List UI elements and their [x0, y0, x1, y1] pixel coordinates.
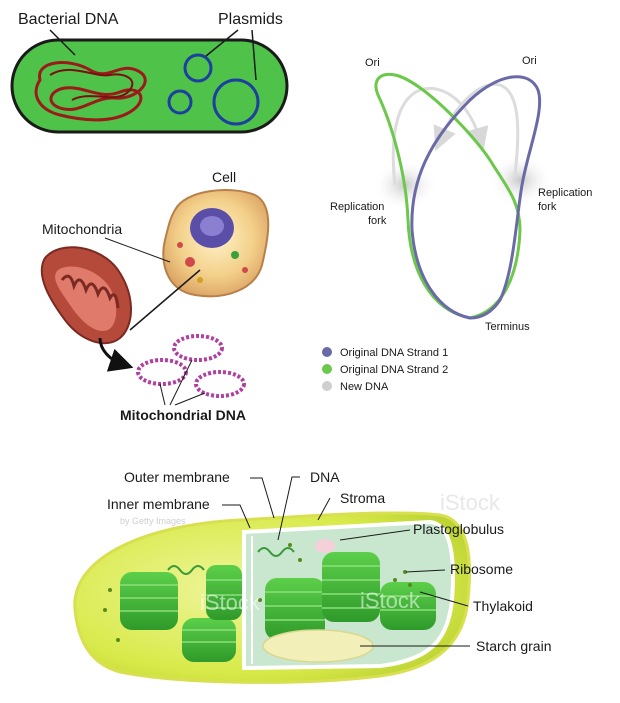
- new-dna-strand: [433, 82, 520, 176]
- new-dna-strand: [391, 87, 489, 186]
- fork-right-label-1: Replication: [538, 187, 592, 199]
- replication-diagram: Ori Ori Replication fork Replication for…: [322, 55, 592, 393]
- plasmids-label: Plasmids: [218, 11, 283, 28]
- mtdna-ring: [172, 334, 224, 362]
- plasmid: [212, 78, 260, 126]
- fork-right-label-2: fork: [538, 201, 557, 213]
- replication-legend: Original DNA Strand 1 Original DNA Stran…: [322, 347, 448, 393]
- plasmid: [167, 89, 193, 115]
- mtdna-ring: [194, 370, 246, 398]
- bacterium-illustration: Bacterial DNA Plasmids: [10, 11, 289, 134]
- thylakoid-label: Thylakoid: [473, 598, 533, 614]
- thylakoid-stack: [322, 552, 380, 622]
- watermark: iStock: [360, 588, 421, 613]
- ori-left-label: Ori: [365, 57, 380, 69]
- thylakoid-stack: [182, 618, 236, 662]
- replication-fork-glow: [488, 154, 552, 206]
- bacterial-dna-label: Bacterial DNA: [18, 11, 119, 28]
- plastoglobulus-label: Plastoglobulus: [413, 521, 504, 537]
- fork-left-label-1: Replication: [330, 201, 384, 213]
- plastoglobulus: [315, 539, 335, 553]
- inner-membrane-label: Inner membrane: [107, 496, 210, 512]
- watermark-subtext: by Getty Images: [120, 516, 186, 526]
- dna-label: DNA: [310, 469, 340, 485]
- plasmid: [183, 53, 213, 83]
- mitochondrial-dna-label: Mitochondrial DNA: [120, 407, 246, 423]
- watermark: iStock: [200, 590, 261, 615]
- legend-swatch-strand-1: [322, 347, 332, 357]
- legend-swatch-strand-2: [322, 364, 332, 374]
- ribosome-label: Ribosome: [450, 561, 513, 577]
- stroma-label: Stroma: [340, 490, 385, 506]
- chloroplast-illustration: iStock iStock iStock by Getty Images Out…: [73, 469, 551, 684]
- original-dna-strand-1: [410, 75, 542, 320]
- mitochondria-label: Mitochondria: [42, 221, 122, 237]
- starch-grain-label: Starch grain: [476, 638, 551, 654]
- mitochondria-illustration: Cell Mitochondria Mitochondrial DNA: [40, 169, 270, 423]
- thylakoid-stack: [265, 578, 325, 640]
- ori-right-label: Ori: [522, 55, 537, 67]
- watermark: iStock: [440, 490, 501, 515]
- cell-label: Cell: [212, 169, 236, 185]
- thylakoid-stack: [120, 572, 178, 630]
- fork-left-label-2: fork: [368, 215, 387, 227]
- original-dna-strand-2: [374, 72, 522, 320]
- bacterial-dna-loop: [34, 61, 147, 122]
- outer-membrane-label: Outer membrane: [124, 469, 230, 485]
- thylakoid-stack: [206, 565, 242, 620]
- mtdna-ring: [136, 358, 188, 386]
- legend-label-strand-2: Original DNA Strand 2: [340, 364, 448, 376]
- bacterial-cell-body: [10, 38, 289, 134]
- legend-label-new-dna: New DNA: [340, 381, 389, 393]
- legend-label-strand-1: Original DNA Strand 1: [340, 347, 448, 359]
- chloroplast-dna: [257, 547, 295, 557]
- terminus-label: Terminus: [485, 321, 530, 333]
- starch-grain: [262, 629, 374, 663]
- thylakoid-stack: [380, 582, 436, 630]
- ribosomes: [103, 543, 412, 642]
- legend-swatch-new-dna: [322, 381, 332, 391]
